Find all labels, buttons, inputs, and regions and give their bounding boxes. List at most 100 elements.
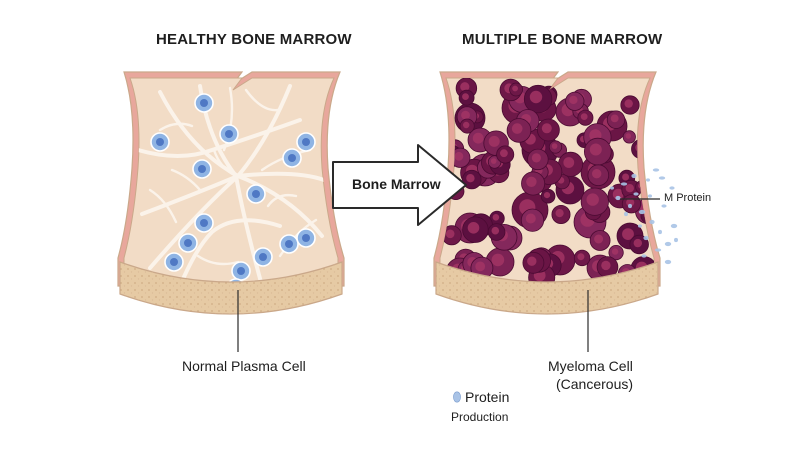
- plasma-cell-nucleus: [170, 258, 178, 266]
- trabecula: [212, 148, 238, 178]
- myeloma-cell-nucleus: [531, 153, 542, 163]
- protein-legend-icon: [453, 391, 461, 403]
- myeloma-cell-nucleus: [625, 133, 632, 139]
- myeloma-cell-nucleus: [624, 99, 633, 108]
- trabecula: [136, 118, 302, 158]
- plasma-cell-nucleus: [302, 138, 310, 146]
- myeloma-cell-nucleus: [527, 256, 537, 266]
- m-protein-particle: [646, 178, 650, 182]
- arrow-label: Bone Marrow: [352, 176, 441, 192]
- myeloma-cell-nucleus: [580, 113, 588, 120]
- multiple-bone-marrow-title: MULTIPLE BONE MARROW: [462, 31, 663, 48]
- healthy-bone-band-texture: [120, 262, 342, 314]
- myeloma-cell-nucleus: [460, 82, 470, 92]
- m-protein-particle: [664, 241, 672, 247]
- m-protein-particle: [641, 254, 647, 258]
- trabecula: [158, 122, 194, 132]
- plasma-cell-nucleus: [184, 239, 192, 247]
- myeloma-cell-nucleus: [491, 226, 500, 235]
- myeloma-cell-nucleus: [475, 261, 486, 272]
- myeloma-cell-nucleus: [467, 222, 480, 234]
- m-protein-particle: [610, 186, 614, 190]
- plasma-cell-nucleus: [200, 99, 208, 107]
- myeloma-cell-nucleus: [466, 174, 475, 183]
- trabecula: [196, 254, 240, 266]
- m-protein-particle: [658, 176, 666, 180]
- myeloma-cell-nucleus: [625, 184, 634, 193]
- m-protein-particle: [658, 229, 662, 235]
- myeloma-cells: [440, 78, 654, 286]
- myeloma-cell-nucleus: [461, 110, 470, 120]
- m-protein-particle: [638, 209, 646, 215]
- plasma-cell-nucleus: [156, 138, 164, 146]
- myeloma-cell-nucleus: [543, 192, 551, 199]
- plasma-cell-nucleus: [288, 154, 296, 162]
- myeloma-cell-nucleus: [463, 121, 470, 129]
- myeloma-cell-nucleus: [526, 176, 537, 187]
- myeloma-cell-nucleus: [563, 157, 575, 168]
- myeloma-cell-nucleus: [622, 228, 634, 241]
- trabecula: [170, 168, 202, 192]
- plasma-cell-nucleus: [237, 267, 245, 275]
- myeloma-cell-nucleus: [454, 151, 464, 161]
- trabecula: [244, 88, 280, 112]
- myeloma-cell-nucleus: [511, 123, 523, 134]
- myeloma-cell-nucleus: [490, 158, 497, 164]
- myeloma-bone-band-texture: [436, 262, 658, 314]
- myeloma-cell-label: Myeloma Cell: [548, 358, 633, 374]
- healthy-bone-marrow-title: HEALTHY BONE MARROW: [156, 31, 352, 48]
- myeloma-cell-nucleus: [445, 229, 455, 239]
- plasma-cell-nucleus: [259, 253, 267, 261]
- m-protein-particle: [643, 235, 649, 241]
- m-protein-particle: [624, 211, 628, 217]
- myeloma-cell-nucleus: [589, 143, 602, 156]
- protein-legend-label: Protein: [465, 389, 510, 405]
- plasma-cell-nucleus: [302, 234, 310, 242]
- myeloma-cell-nucleus: [525, 213, 536, 224]
- myeloma-cell-nucleus: [622, 173, 630, 181]
- plasma-cell-nucleus: [285, 240, 293, 248]
- plasma-cell-nucleus: [200, 219, 208, 227]
- myeloma-cell-nucleus: [611, 248, 619, 255]
- myeloma-cell-nucleus: [529, 90, 543, 104]
- m-protein-particles: [610, 168, 678, 265]
- myeloma-cell-nucleus: [500, 149, 508, 158]
- trabecula: [148, 188, 178, 224]
- m-protein-particle: [674, 237, 678, 243]
- m-protein-label: M Protein: [664, 192, 712, 204]
- myeloma-cell-nucleus: [512, 85, 518, 92]
- myeloma-cancerous-label: (Cancerous): [556, 376, 634, 392]
- myeloma-cell-nucleus: [612, 188, 624, 200]
- normal-plasma-cells: [150, 93, 316, 286]
- myeloma-cell-nucleus: [601, 260, 611, 271]
- m-protein-particle: [669, 186, 675, 190]
- myeloma-cell-nucleus: [555, 209, 564, 218]
- m-protein-particle: [652, 168, 660, 172]
- m-protein-particle: [628, 203, 632, 209]
- plasma-cell-nucleus: [225, 130, 233, 138]
- m-protein-particle: [638, 224, 642, 228]
- m-protein-particle: [661, 204, 667, 208]
- myeloma-cell-nucleus: [462, 93, 469, 100]
- production-legend-label: Production: [451, 410, 509, 424]
- m-protein-particle: [620, 182, 628, 186]
- myeloma-cell-nucleus: [492, 214, 500, 221]
- m-protein-particle: [631, 173, 637, 179]
- myeloma-marrow-section: [433, 71, 661, 315]
- plasma-cell-nucleus: [198, 165, 206, 173]
- m-protein-particle: [648, 194, 652, 198]
- myeloma-cell-nucleus: [488, 135, 500, 147]
- m-protein-particle: [649, 219, 655, 225]
- myeloma-cell-nucleus: [626, 198, 635, 207]
- m-protein-particle: [670, 223, 678, 229]
- myeloma-cell-nucleus: [594, 234, 604, 244]
- m-protein-particle: [633, 192, 639, 196]
- trabecula: [140, 171, 326, 216]
- myeloma-cell-nucleus: [472, 132, 484, 144]
- bone-marrow-arrow: [332, 144, 467, 226]
- normal-plasma-cell-label: Normal Plasma Cell: [182, 358, 306, 374]
- myeloma-cell-nucleus: [592, 169, 602, 179]
- myeloma-cell-nucleus: [551, 143, 558, 149]
- myeloma-cell-nucleus: [610, 114, 619, 123]
